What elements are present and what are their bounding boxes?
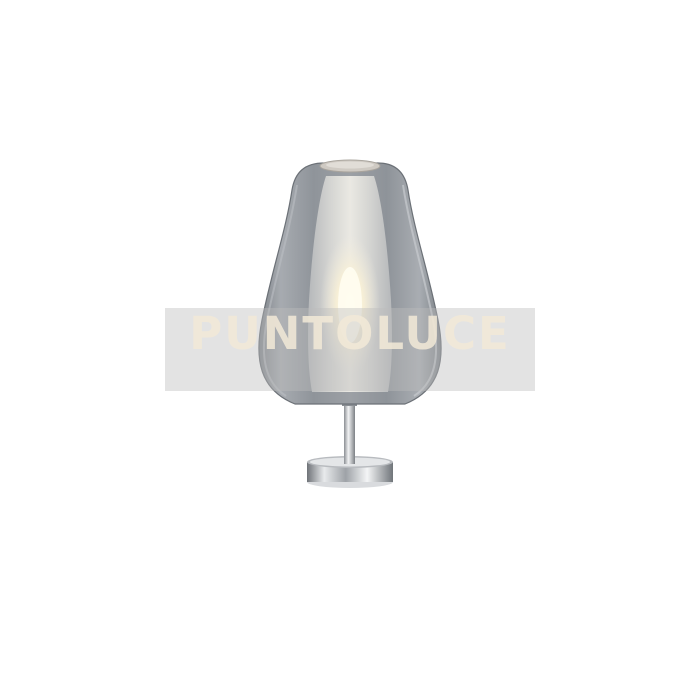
watermark: PUNTOLUCE <box>165 307 535 391</box>
svg-text:PUNTOLUCE: PUNTOLUCE <box>189 307 511 360</box>
lamp-stem <box>342 398 357 464</box>
inner-diffuser <box>308 176 392 392</box>
top-cap <box>319 159 381 173</box>
